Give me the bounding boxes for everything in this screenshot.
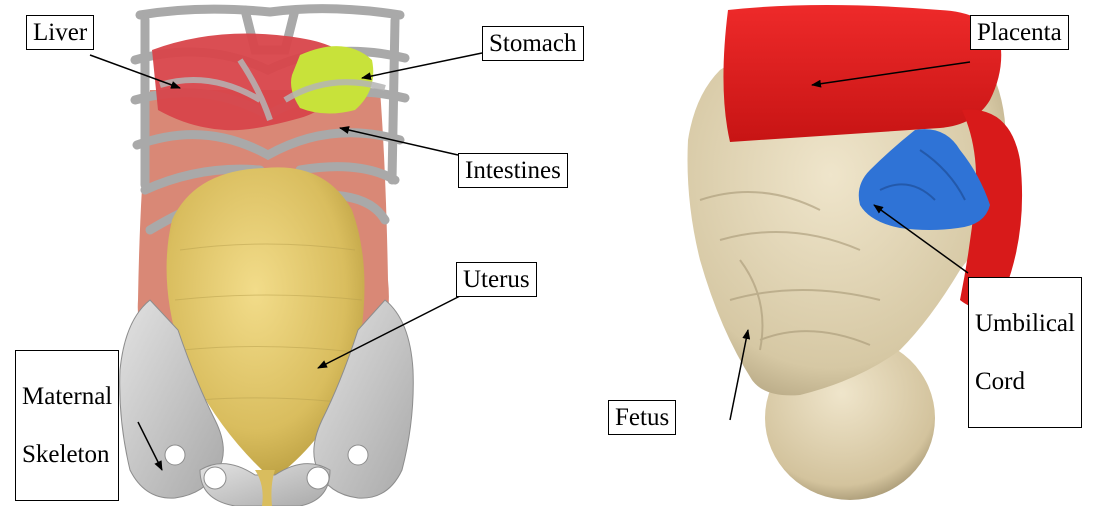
label-maternal-skeleton-line1: Maternal xyxy=(22,382,112,411)
placenta-shape xyxy=(723,5,1001,142)
label-liver: Liver xyxy=(26,15,94,50)
label-fetus: Fetus xyxy=(608,400,676,435)
label-stomach: Stomach xyxy=(482,26,584,61)
label-maternal-skeleton: Maternal Skeleton xyxy=(15,350,119,501)
label-placenta: Placenta xyxy=(970,15,1069,50)
label-umbilical-cord-line2: Cord xyxy=(975,367,1075,396)
stomach-shape xyxy=(291,46,373,113)
label-umbilical-cord: Umbilical Cord xyxy=(968,277,1082,428)
left-panel-anatomy xyxy=(120,9,414,506)
label-uterus: Uterus xyxy=(456,262,537,297)
label-intestines: Intestines xyxy=(458,153,568,188)
label-umbilical-cord-line1: Umbilical xyxy=(975,309,1075,338)
label-maternal-skeleton-line2: Skeleton xyxy=(22,440,112,469)
